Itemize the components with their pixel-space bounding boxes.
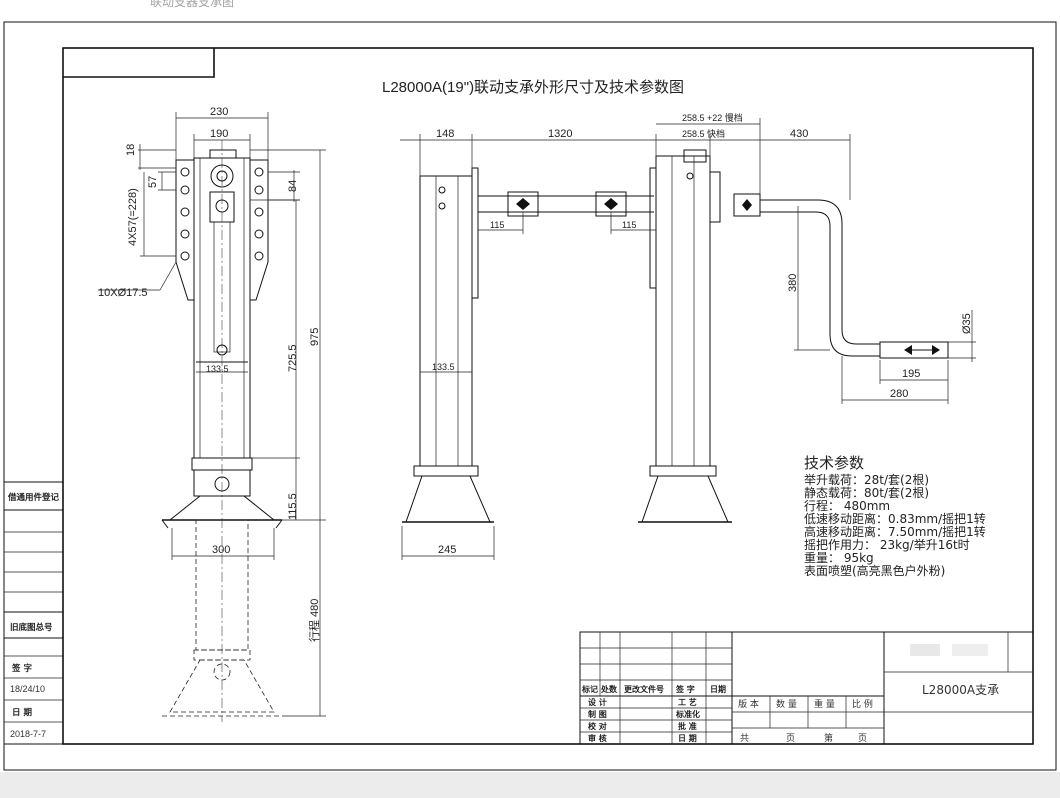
dim-1320: 1320	[548, 128, 572, 140]
part-name: L28000A支承	[922, 683, 999, 697]
margin-label-sign: 签 字	[11, 663, 32, 674]
footer-label: 共	[740, 733, 749, 744]
row-label: 校 对	[588, 721, 607, 731]
dim-480: 行程 480	[308, 599, 321, 642]
rev-header: 处数	[600, 684, 618, 694]
blurred-logo	[910, 644, 940, 656]
dim-195: 195	[902, 368, 920, 380]
tech-specs: 技术参数 举升载荷：28t/套(2根) 静态载荷：80t/套(2根) 行程： 4…	[804, 454, 986, 578]
spec-line: 静态载荷：80t/套(2根)	[804, 486, 929, 500]
front-view: 230 190 18 57 4X57(=228) 10XØ17.5 84 975…	[98, 106, 326, 722]
dim-230: 230	[210, 106, 228, 118]
margin-value-date: 2018-7-7	[10, 729, 46, 739]
row-label: 设 计	[588, 697, 607, 707]
margin-label-register: 借通用件登记	[7, 492, 60, 503]
blurred-company	[952, 644, 988, 656]
dim-148: 148	[436, 128, 454, 140]
margin-value-sign: 18/24/10	[10, 684, 45, 694]
row-label: 审 核	[588, 733, 607, 743]
dim-115-b: 115	[622, 220, 636, 230]
dim-holes: 10XØ17.5	[98, 287, 148, 299]
top-left-box	[63, 48, 215, 78]
footer-label: 页	[786, 733, 795, 744]
margin-label-old-drawing: 旧底图总号	[10, 622, 53, 633]
rev-header: 标记	[581, 684, 598, 694]
dim-380: 380	[787, 274, 799, 292]
row-label-2: 工 艺	[678, 697, 697, 707]
row-label-2: 批 准	[678, 721, 697, 731]
dim-280: 280	[890, 388, 908, 400]
dim-258-fast: 258.5 快档	[682, 128, 725, 139]
row-label-2: 标准化	[675, 709, 700, 719]
col-header: 比 例	[852, 698, 873, 710]
dim-430: 430	[790, 128, 808, 140]
spec-line: 低速移动距离：0.83mm/摇把1转	[804, 511, 986, 526]
left-margin: 借通用件登记 旧底图总号 签 字 18/24/10 日 期 2018-7-7	[3, 481, 64, 745]
spec-line: 举升载荷：28t/套(2根)	[804, 473, 929, 487]
side-view: 148 1320 258.5 +22 慢档 258.5 快档 430 115 1…	[400, 112, 976, 560]
dim-phi35: Ø35	[961, 313, 973, 334]
spec-line: 摇把作用力： 23kg/举升16t时	[804, 538, 970, 552]
col-header: 重 量	[814, 698, 835, 710]
rev-header: 更改文件号	[624, 684, 664, 694]
dim-115-5: 115.5	[287, 493, 299, 520]
col-header: 版 本	[738, 698, 759, 710]
bottom-strip	[0, 772, 1060, 798]
dim-133-5: 133.5	[206, 364, 229, 374]
dim-258-slow: 258.5 +22 慢档	[682, 112, 743, 123]
rev-header: 签 字	[675, 684, 695, 694]
dim-57: 57	[147, 176, 159, 188]
inner-frame	[62, 47, 1034, 745]
dim-84: 84	[287, 180, 299, 192]
dim-975: 975	[309, 328, 321, 346]
col-header: 数 量	[776, 698, 797, 710]
dim-300: 300	[212, 544, 230, 556]
footer-label: 第	[824, 732, 833, 744]
footer-label: 页	[858, 733, 867, 744]
spec-line: 行程： 480mm	[804, 498, 890, 513]
outer-frame	[3, 21, 1057, 771]
dim-115-a: 115	[490, 220, 504, 230]
rev-header: 日期	[710, 684, 726, 694]
dim-133-5-side: 133.5	[432, 362, 455, 372]
dim-725-5: 725.5	[287, 344, 299, 372]
spec-line: 表面喷塑(高亮黑色户外粉)	[804, 563, 945, 578]
row-label: 制 图	[588, 709, 607, 719]
margin-label-date: 日 期	[12, 707, 32, 718]
spec-line: 重量： 95kg	[804, 551, 874, 565]
specs-heading: 技术参数	[804, 454, 864, 472]
row-label-2: 日 期	[678, 733, 697, 743]
dim-190: 190	[210, 128, 228, 140]
spec-line: 高速移动距离：7.50mm/摇把1转	[804, 524, 986, 539]
dim-18: 18	[125, 144, 137, 156]
dim-245: 245	[438, 544, 456, 556]
page-title: 联动支器支承图	[150, 0, 234, 9]
drawing-title: L28000A(19")联动支承外形尺寸及技术参数图	[382, 79, 684, 96]
dim-4x57: 4X57(=228)	[127, 188, 139, 246]
title-block: 标记 处数 更改文件号 签 字 日期 设 计 制 图 校 对 审 核 工 艺 标…	[579, 631, 1034, 745]
